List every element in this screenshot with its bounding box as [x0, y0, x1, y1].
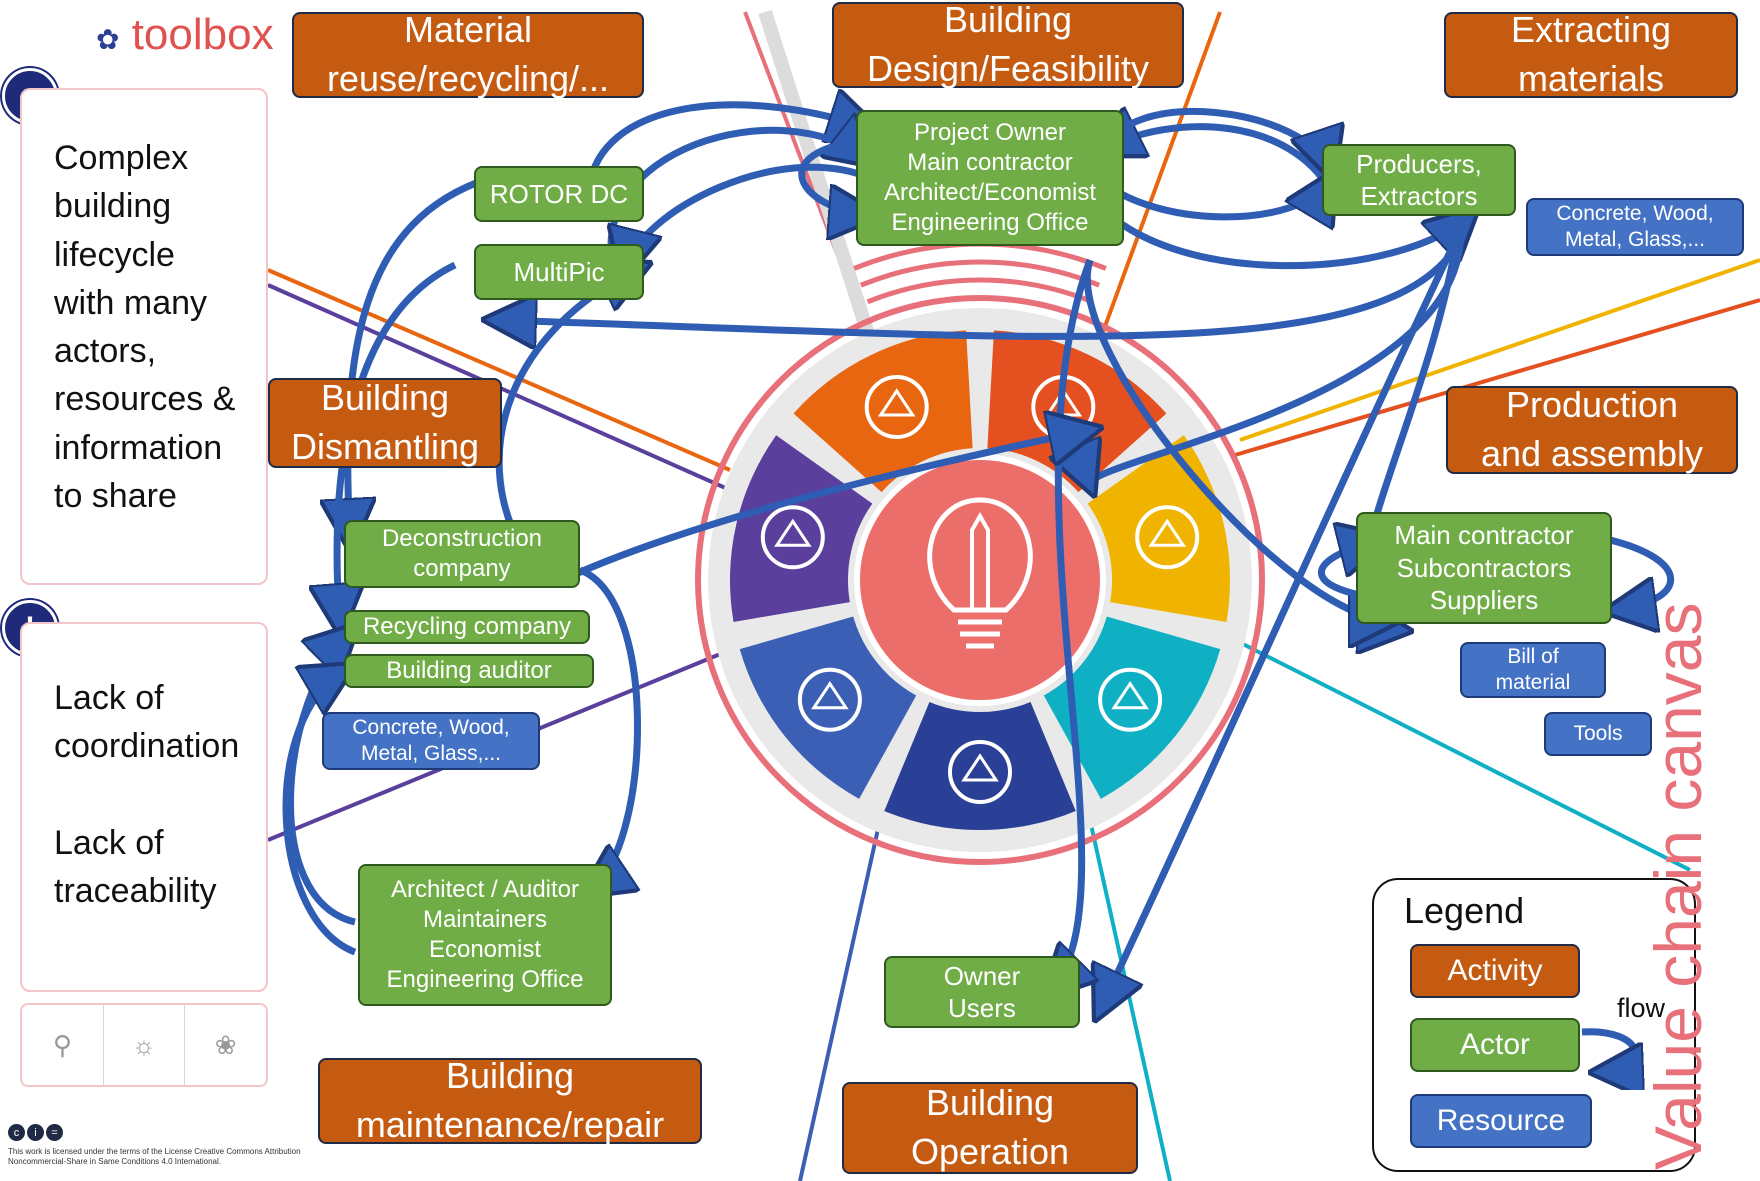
resource-tools[interactable]: Tools — [1544, 712, 1652, 756]
challenge-text: Complex building lifecycle with many act… — [54, 139, 236, 515]
legend-resource: Resource — [1410, 1094, 1592, 1148]
actor-architect-auditor[interactable]: Architect / Auditor Maintainers Economis… — [358, 864, 612, 1006]
wheel-segment — [884, 701, 1076, 831]
legend-activity: Activity — [1410, 944, 1580, 998]
challenge-panel — [20, 88, 268, 585]
actor-main-contractor[interactable]: Main contractor Subcontractors Suppliers — [1356, 512, 1612, 624]
problem-panel — [20, 622, 268, 992]
actor-rotor-dc[interactable]: ROTOR DC — [474, 166, 644, 222]
flow-arrows — [282, 105, 1674, 1010]
resource-materials-left[interactable]: Concrete, Wood, Metal, Glass,... — [322, 712, 540, 770]
kpi-icon-row: ⚲ ☼ ❀ — [20, 1003, 268, 1087]
hand-truck-icon — [760, 505, 825, 570]
legend-flow-label: flow — [1617, 993, 1666, 1023]
resource-materials-right[interactable]: Concrete, Wood, Metal, Glass,... — [1526, 198, 1744, 256]
lightbulb-pencil-icon — [927, 497, 1033, 649]
activity-building-design[interactable]: Building Design/Feasibility — [832, 0, 1184, 89]
delivery-van-icon — [1098, 667, 1163, 732]
hand-icon — [948, 740, 1012, 804]
activity-material-reuse[interactable]: Material reuse/recycling/... — [292, 9, 644, 99]
actor-project-owner[interactable]: Project Owner Main contractor Architect/… — [856, 110, 1124, 246]
legend-flow-arrow — [1581, 1028, 1664, 1090]
canvas-title: Value chain canvas — [1641, 602, 1715, 1170]
actor-producers[interactable]: Producers, Extractors — [1322, 144, 1516, 216]
legend-actor: Actor — [1410, 1018, 1580, 1072]
actor-owner-users[interactable]: Owner Users — [884, 956, 1080, 1028]
wheel-segment — [730, 435, 873, 622]
actor-deconstruction-company[interactable]: Deconstruction company — [344, 520, 580, 588]
signal-arc — [859, 259, 1101, 288]
signal-arc — [853, 241, 1107, 271]
signal-arc — [866, 277, 1094, 305]
legend: Legend Activity Actor Resource flow — [1372, 878, 1696, 1172]
magnifier-chart-icon: ⚲ — [22, 1005, 104, 1085]
legend-title: Legend — [1404, 890, 1525, 931]
actor-multipic[interactable]: MultiPic — [474, 244, 644, 300]
activity-extracting-materials[interactable]: Extracting materials — [1444, 9, 1738, 99]
activity-production-assembly[interactable]: Production and assembly — [1446, 384, 1738, 474]
drill-icon — [797, 667, 862, 732]
activity-building-maintenance[interactable]: Building maintenance/repair — [318, 1055, 702, 1145]
toolbox-logo: ✿ toolbox — [96, 10, 274, 59]
plant-icon: ❀ — [214, 1029, 237, 1060]
recycle-icon — [864, 375, 929, 440]
problem-text: Lack of coordination Lack of traceabilit… — [54, 679, 240, 911]
bulb-icon: ☼ — [104, 1005, 186, 1085]
lifecycle-wheel — [695, 241, 1265, 865]
license-text: This work is licensed under the terms of… — [8, 1147, 301, 1166]
activity-building-dismantling[interactable]: Building Dismantling — [268, 377, 502, 468]
actor-building-auditor[interactable]: Building auditor — [344, 654, 594, 688]
actor-recycling-company[interactable]: Recycling company — [344, 610, 590, 644]
resource-bill-of-material[interactable]: Bill of material — [1460, 642, 1606, 698]
activity-building-operation[interactable]: Building Operation — [842, 1082, 1138, 1174]
factory-gear-icon — [1135, 505, 1200, 570]
